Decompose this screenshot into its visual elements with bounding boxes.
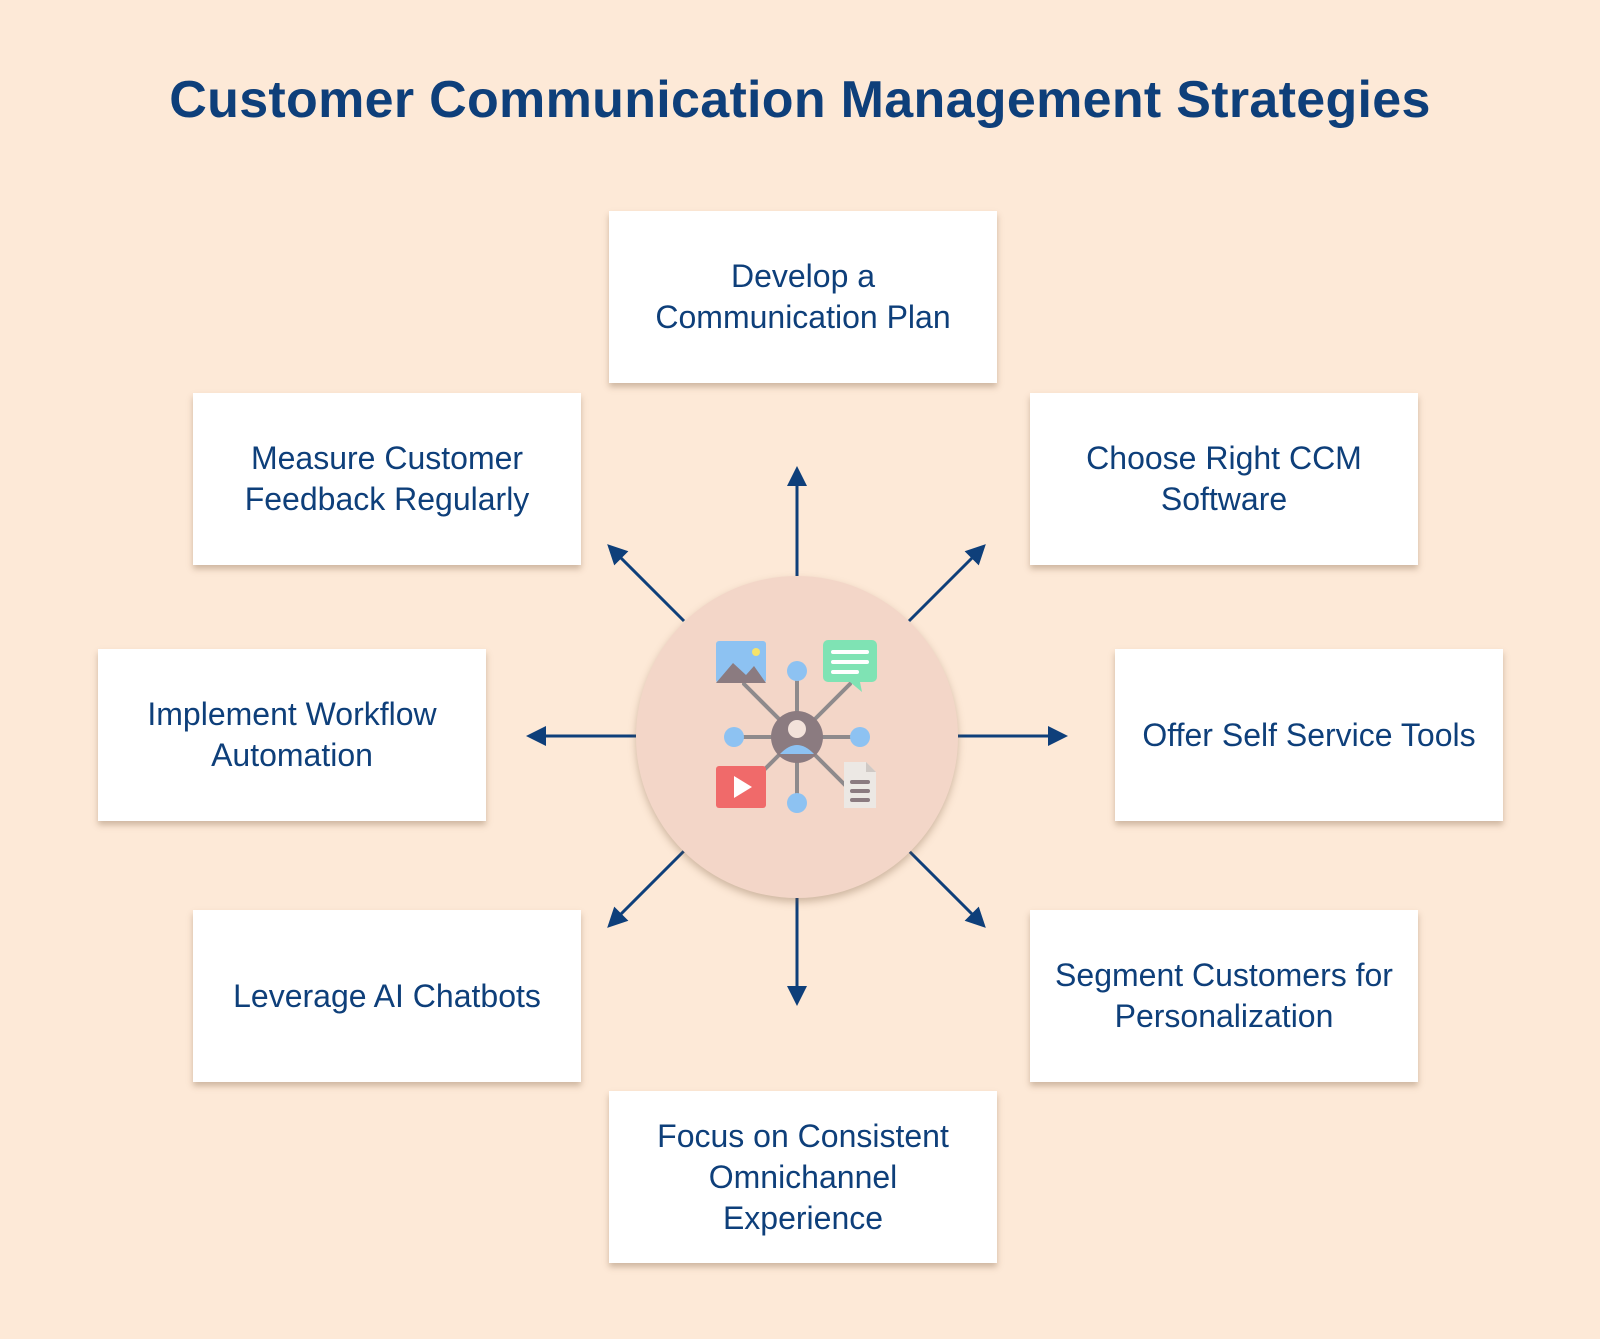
strategy-card-segment-customers: Segment Customers for Personalization bbox=[1030, 910, 1418, 1082]
image-icon bbox=[716, 641, 766, 683]
strategy-label: Focus on Consistent Omnichannel Experien… bbox=[657, 1117, 949, 1236]
strategy-label: Measure Customer Feedback Regularly bbox=[244, 440, 530, 517]
strategy-card-customer-feedback: Measure Customer Feedback Regularly bbox=[193, 393, 581, 565]
arrow-up-left bbox=[607, 544, 686, 623]
strategy-label: Offer Self Service Tools bbox=[1142, 716, 1476, 753]
hub-circle bbox=[636, 576, 958, 898]
page-title: Customer Communication Management Strate… bbox=[169, 71, 1431, 129]
strategy-card-ai-chatbots: Leverage AI Chatbots bbox=[193, 910, 581, 1082]
arrow-down-right bbox=[907, 849, 986, 928]
strategy-label: Choose Right CCM Software bbox=[1086, 440, 1362, 517]
network-hub-icon bbox=[716, 640, 877, 813]
strategy-label: Segment Customers for Personalization bbox=[1055, 957, 1393, 1034]
document-icon bbox=[844, 762, 876, 808]
chat-icon bbox=[823, 640, 877, 692]
strategy-card-self-service: Offer Self Service Tools bbox=[1115, 649, 1503, 821]
strategy-label: Implement Workflow Automation bbox=[147, 696, 437, 773]
strategy-label: Develop a Communication Plan bbox=[655, 258, 951, 335]
arrow-down-left bbox=[607, 849, 686, 928]
strategy-card-workflow-automation: Implement Workflow Automation bbox=[98, 649, 486, 821]
strategy-card-omnichannel: Focus on Consistent Omnichannel Experien… bbox=[609, 1091, 997, 1263]
strategy-card-ccm-software: Choose Right CCM Software bbox=[1030, 393, 1418, 565]
arrow-up-right bbox=[907, 544, 986, 623]
video-play-icon bbox=[716, 766, 766, 808]
strategy-label: Leverage AI Chatbots bbox=[233, 977, 541, 1014]
strategy-card-communication-plan: Develop a Communication Plan bbox=[609, 211, 997, 383]
